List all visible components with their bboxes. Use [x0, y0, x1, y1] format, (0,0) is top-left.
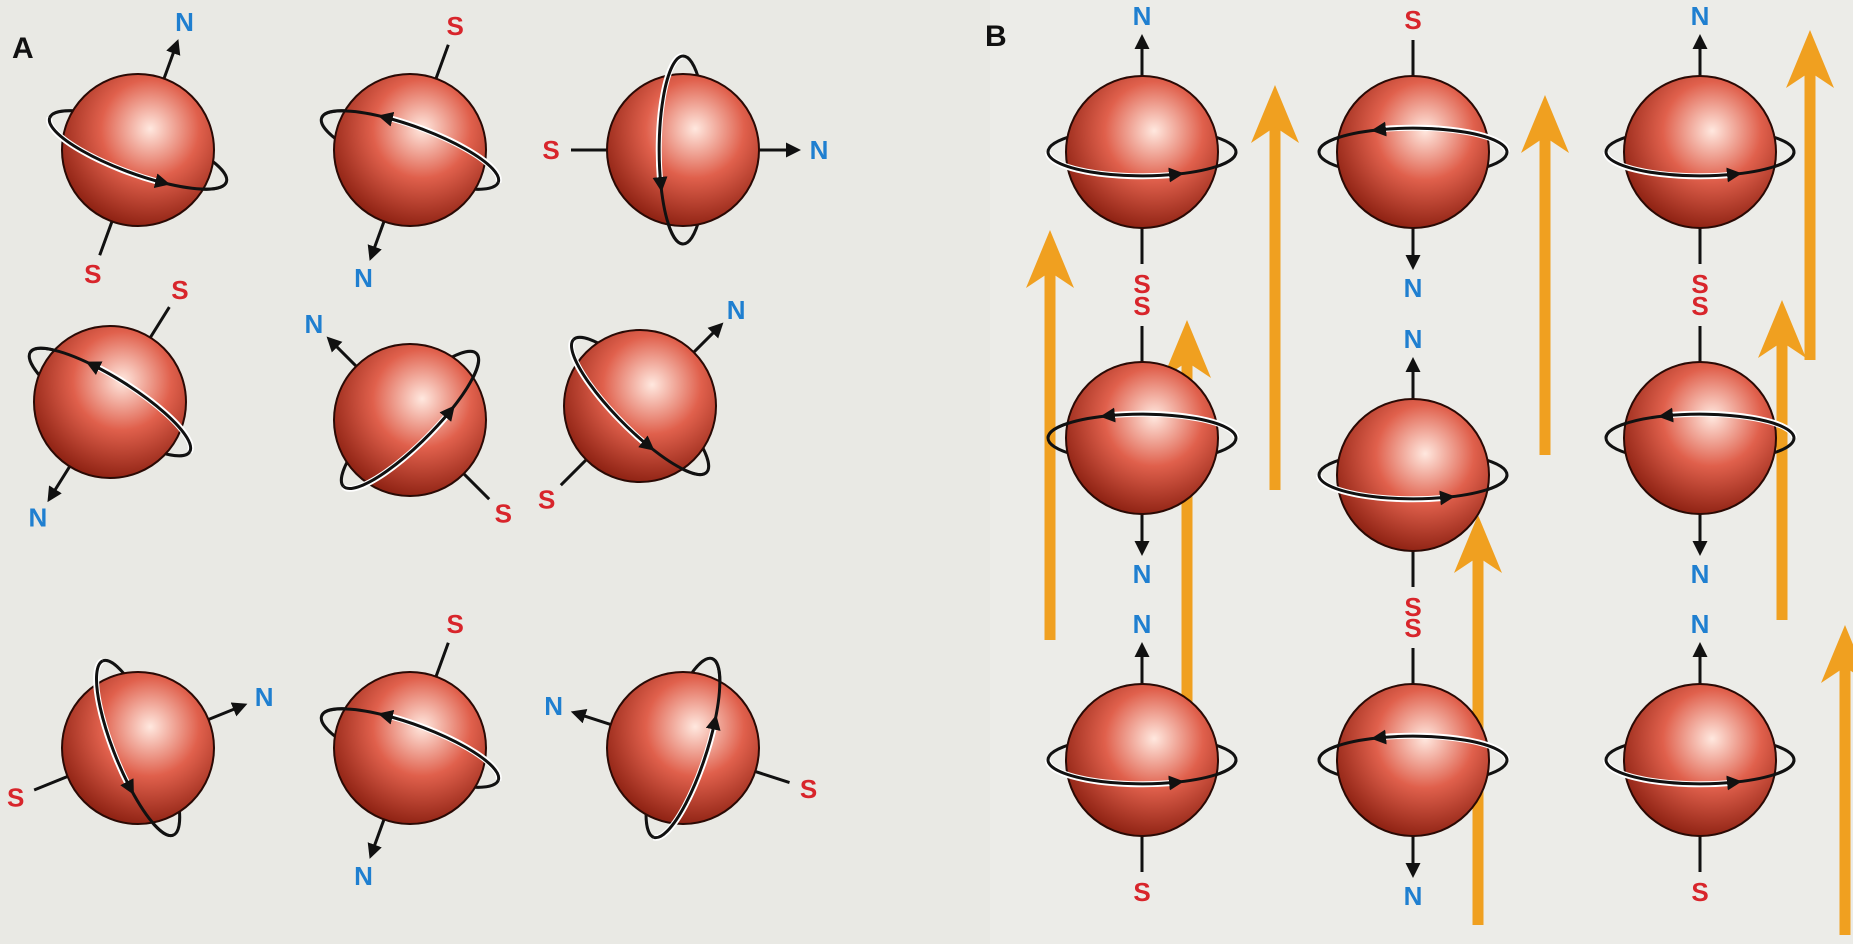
north-pole-label: N: [304, 309, 323, 339]
nucleus-sphere: [564, 330, 716, 482]
south-pole-label: S: [1691, 877, 1708, 907]
panel-a-label: A: [12, 32, 34, 65]
north-pole-label: N: [1404, 273, 1423, 303]
south-pole-label: S: [1133, 877, 1150, 907]
south-pole-label: S: [171, 275, 188, 305]
nucleus-sphere: [1337, 76, 1489, 228]
north-pole-label: N: [810, 135, 829, 165]
north-pole-label: N: [1691, 609, 1710, 639]
south-pole-label: S: [1404, 5, 1421, 35]
south-pole-label: S: [800, 774, 817, 804]
nucleus-sphere: [1337, 399, 1489, 551]
south-pole-label: S: [7, 782, 24, 812]
north-pole-label: N: [1133, 609, 1152, 639]
nucleus-sphere: [1066, 362, 1218, 514]
nucleus-sphere: [607, 672, 759, 824]
south-pole-label: S: [1133, 291, 1150, 321]
nucleus-sphere: [1066, 76, 1218, 228]
nucleus-sphere: [34, 326, 186, 478]
panel-b-label: B: [985, 20, 1007, 53]
south-pole-label: S: [1691, 291, 1708, 321]
nucleus-sphere: [607, 74, 759, 226]
south-pole-label: S: [495, 498, 512, 528]
south-pole-label: S: [446, 609, 463, 639]
north-pole-label: N: [29, 502, 48, 532]
north-pole-label: N: [255, 682, 274, 712]
nucleus-sphere: [1624, 362, 1776, 514]
north-pole-label: N: [1404, 324, 1423, 354]
north-pole-label: N: [1691, 1, 1710, 31]
nucleus-sphere: [334, 344, 486, 496]
north-pole-label: N: [1133, 1, 1152, 31]
north-pole-label: N: [354, 861, 373, 891]
north-pole-label: N: [1404, 881, 1423, 911]
nucleus-sphere: [1624, 76, 1776, 228]
nucleus-sphere: [1337, 684, 1489, 836]
north-pole-label: N: [1133, 559, 1152, 589]
nucleus-sphere: [1066, 684, 1218, 836]
north-pole-label: N: [1691, 559, 1710, 589]
north-pole-label: N: [727, 295, 746, 325]
nucleus-sphere: [1624, 684, 1776, 836]
north-pole-label: N: [175, 7, 194, 37]
south-pole-label: S: [84, 259, 101, 289]
north-pole-label: N: [544, 691, 563, 721]
south-pole-label: S: [542, 135, 559, 165]
south-pole-label: S: [446, 11, 463, 41]
south-pole-label: S: [538, 484, 555, 514]
south-pole-label: S: [1404, 613, 1421, 643]
north-pole-label: N: [354, 263, 373, 293]
